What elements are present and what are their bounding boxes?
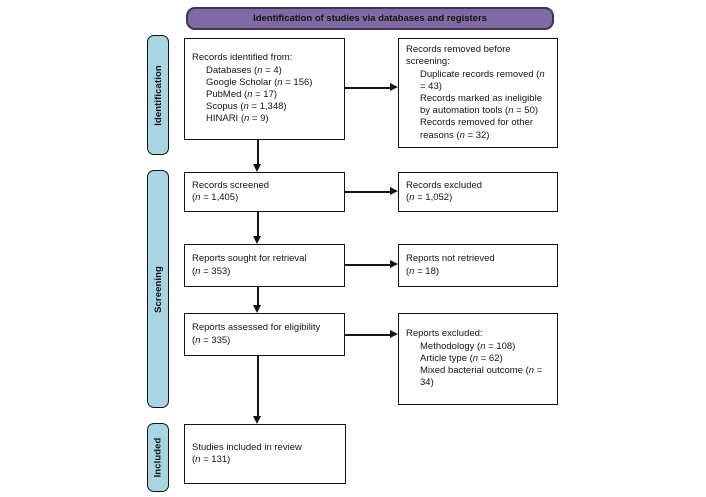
arrow-sought-to-not-retrieved [345,264,390,266]
n-var: n [539,68,545,80]
stage-label-screening: Screening [152,265,164,313]
n-var: n [243,101,249,113]
box-intro: Records removed before screening: [406,44,511,68]
n-var: n [195,454,201,465]
box-title: Reports assessed for eligibility [192,322,321,334]
stage-bar-included: Included [147,423,169,492]
box-count: (n = 1,405) [192,192,239,203]
box-title: Reports sought for retrieval [192,253,307,265]
box-reports-not-retrieved: Reports not retrieved (n = 18) [398,244,558,287]
arrowhead-down-icon [253,416,261,424]
n-var: n [244,113,250,125]
diagram-title-banner: Identification of studies via databases … [186,7,554,30]
box-count: (n = 1,052) [406,192,453,203]
list-item: Duplicate records removed (n = 43) [420,68,545,92]
arrowhead-down-icon [253,236,261,244]
box-records-identified: Records identified from: Databases (n = … [184,38,345,140]
stage-label-identification: Identification [152,64,164,126]
box-title: Studies included in review [192,441,302,453]
n-var: n [195,265,201,277]
box-title: Records excluded [406,179,483,191]
n-var: n [247,89,253,100]
arrow-sought-to-assessed [257,287,259,305]
stage-label-included: Included [152,437,164,478]
list-item: Scopus (n = 1,348) [206,101,287,113]
box-reports-sought: Reports sought for retrieval (n = 353) [184,244,345,287]
arrow-assessed-to-included [257,356,259,416]
arrowhead-down-icon [253,305,261,313]
box-intro: Records identified from: [192,52,293,64]
list-item: HINARI (n = 9) [206,113,269,125]
list-item: Methodology (n = 108) [420,340,516,352]
box-title: Records screened [192,179,270,191]
stage-bar-identification: Identification [147,35,169,155]
box-count: (n = 131) [192,454,231,465]
list-item: Records removed for other reasons (n = 3… [420,117,533,141]
box-count: (n = 335) [192,334,231,346]
n-var: n [459,129,465,141]
arrow-screened-to-excluded [345,191,390,193]
n-var: n [277,76,283,88]
list-item: Databases (n = 4) [206,64,282,76]
list-item: Google Scholar (n = 156) [206,76,313,88]
box-count: (n = 18) [406,265,440,277]
arrowhead-down-icon [253,164,261,172]
n-var: n [195,192,201,203]
n-var: n [480,340,486,352]
box-records-excluded: Records excluded (n = 1,052) [398,172,558,212]
n-var: n [409,265,415,277]
box-count: (n = 353) [192,265,231,277]
arrow-identified-to-removed [345,87,390,89]
n-var: n [528,365,535,377]
arrow-identified-to-screened [257,140,259,165]
n-var: n [409,192,415,203]
stage-bar-screening: Screening [147,170,169,408]
diagram-title: Identification of studies via databases … [253,13,487,24]
list-item: Records marked as ineligible by automati… [420,93,542,117]
arrowhead-right-icon [390,83,398,91]
list-item: PubMed (n = 17) [206,89,278,100]
n-var: n [472,352,479,364]
arrow-assessed-to-reports-excluded [345,334,390,336]
arrowhead-right-icon [390,187,398,195]
arrowhead-right-icon [390,330,398,338]
box-intro: Reports excluded: [406,328,483,340]
box-studies-included: Studies included in review (n = 131) [184,424,346,484]
box-reports-excluded: Reports excluded: Methodology (n = 108) … [398,313,558,405]
arrow-screened-to-sought [257,212,259,236]
box-records-removed: Records removed before screening: Duplic… [398,38,558,148]
box-records-screened: Records screened (n = 1,405) [184,172,345,212]
arrowhead-right-icon [390,260,398,268]
box-title: Reports not retrieved [406,253,495,265]
n-var: n [257,64,263,76]
list-item: Mixed bacterial outcome (n = 34) [420,365,543,389]
box-reports-assessed: Reports assessed for eligibility (n = 33… [184,313,345,356]
n-var: n [195,334,201,346]
n-var: n [508,105,514,117]
list-item: Article type (n = 62) [420,352,503,364]
